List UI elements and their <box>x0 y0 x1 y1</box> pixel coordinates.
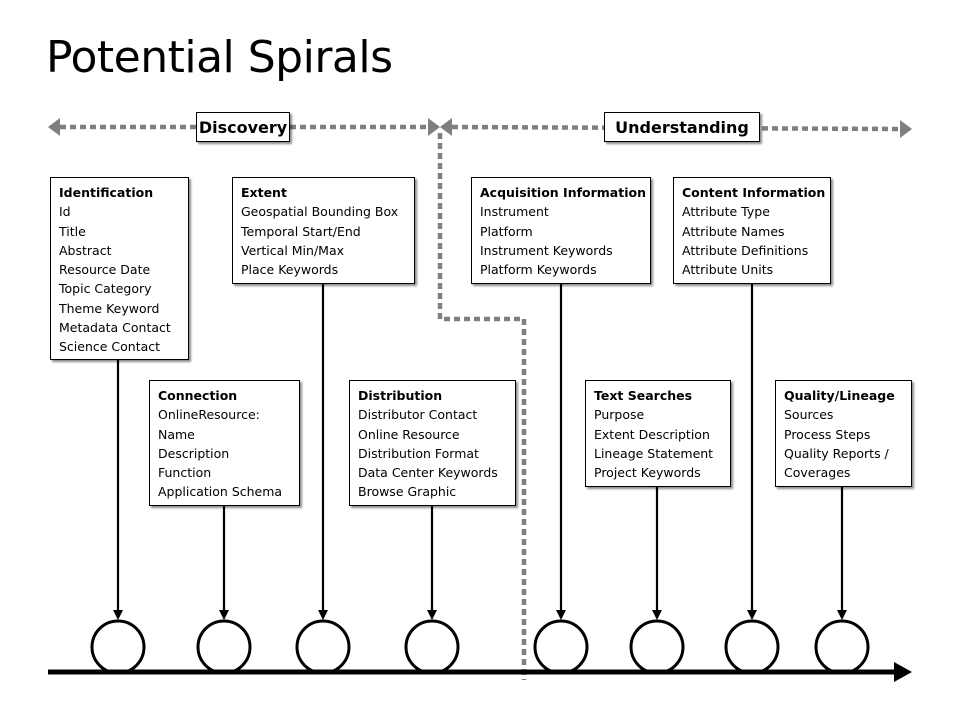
acquisition-information-box: Acquisition Information Instrument Platf… <box>471 177 651 284</box>
box-item: Instrument <box>480 204 549 220</box>
discovery-label: Discovery <box>196 112 290 142</box>
box-item: Description <box>158 445 230 461</box>
box-item: Vertical Min/Max <box>241 242 344 258</box>
spiral-circle-7 <box>724 619 780 675</box>
box-heading: Connection <box>158 388 238 403</box>
box-item: Browse Graphic <box>358 484 457 500</box>
bottom-timeline-arrowhead <box>894 662 912 682</box>
text-searches-box: Text Searches Purpose Extent Description… <box>585 380 731 487</box>
box-item: Purpose <box>594 407 645 423</box>
box-item: Process Steps <box>784 426 871 442</box>
box-item: Sources <box>784 407 834 423</box>
box-item: Application Schema <box>158 484 283 500</box>
box-item: Platform <box>480 223 533 239</box>
extent-box: Extent Geospatial Bounding Box Temporal … <box>232 177 415 284</box>
box-heading: Content Information <box>682 185 826 200</box>
box-item: Attribute Names <box>682 223 785 239</box>
box-item: Extent Description <box>594 426 710 442</box>
discovery-right-arrowhead <box>428 118 440 136</box>
box-heading: Quality/Lineage <box>784 388 895 403</box>
understanding-right-arrowhead <box>900 120 912 138</box>
box-item: Distribution Format <box>358 445 479 461</box>
box-item: Resource Date <box>59 262 151 278</box>
box-item: Quality Reports / <box>784 445 889 461</box>
box-item: Place Keywords <box>241 262 339 278</box>
box-heading: Distribution <box>358 388 443 403</box>
box-item: Lineage Statement <box>594 445 714 461</box>
box-item: Abstract <box>59 242 112 258</box>
quality-lineage-box: Quality/Lineage Sources Process Steps Qu… <box>775 380 912 487</box>
box-item: Online Resource <box>358 426 460 442</box>
spiral-circle-5 <box>533 619 589 675</box>
spiral-circle-3 <box>295 619 351 675</box>
box-item: Name <box>158 426 195 442</box>
distribution-box: Distribution Distributor Contact Online … <box>349 380 516 506</box>
box-item: Science Contact <box>59 339 161 355</box>
box-item: Id <box>59 204 71 220</box>
understanding-label: Understanding <box>604 112 760 142</box>
box-heading: Acquisition Information <box>480 185 646 200</box>
spiral-circle-8 <box>814 619 870 675</box>
box-item: Instrument Keywords <box>480 242 613 258</box>
box-item: Topic Category <box>59 281 152 297</box>
box-item: OnlineResource: <box>158 407 260 423</box>
box-item: Project Keywords <box>594 465 701 481</box>
spiral-circle-2 <box>196 619 252 675</box>
box-item: Metadata Contact <box>59 320 171 336</box>
box-item: Attribute Units <box>682 262 774 278</box>
box-item: Attribute Definitions <box>682 242 809 258</box>
page-title: Potential Spirals <box>46 32 393 83</box>
box-item: Distributor Contact <box>358 407 478 423</box>
box-item: Platform Keywords <box>480 262 597 278</box>
spiral-circle-1 <box>90 619 146 675</box>
box-heading: Extent <box>241 185 287 200</box>
box-heading: Identification <box>59 185 154 200</box>
connection-box: Connection OnlineResource: Name Descript… <box>149 380 300 506</box>
box-heading: Text Searches <box>594 388 693 403</box>
identification-box: Identification Id Title Abstract Resourc… <box>50 177 189 360</box>
box-item: Geospatial Bounding Box <box>241 204 399 220</box>
box-item: Title <box>59 223 86 239</box>
box-item: Attribute Type <box>682 204 770 220</box>
spiral-circle-6 <box>629 619 685 675</box>
box-item: Theme Keyword <box>59 300 160 316</box>
box-item: Temporal Start/End <box>241 223 361 239</box>
box-item: Function <box>158 465 212 481</box>
phase-divider-line <box>437 133 527 680</box>
box-item: Data Center Keywords <box>358 465 498 481</box>
understanding-left-arrowhead <box>440 118 452 136</box>
content-information-box: Content Information Attribute Type Attri… <box>673 177 831 284</box>
box-item: Coverages <box>784 465 851 481</box>
spiral-circle-4 <box>404 619 460 675</box>
discovery-left-arrowhead <box>48 118 60 136</box>
